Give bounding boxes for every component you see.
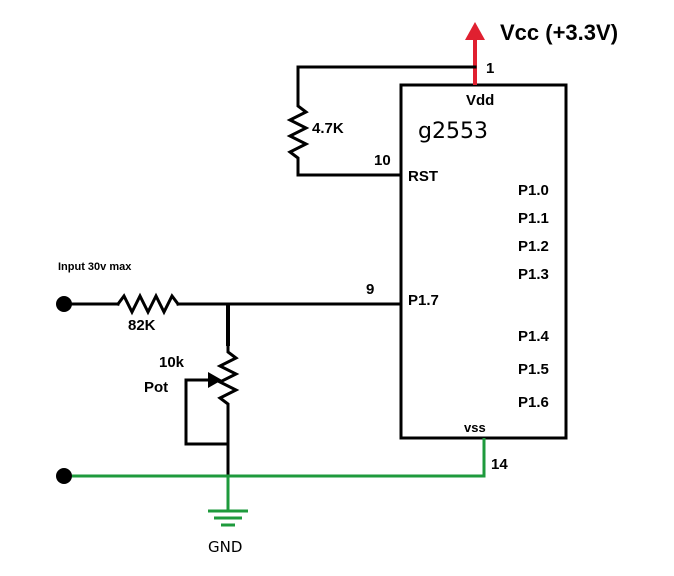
chip-name: g2553 (418, 119, 488, 144)
pin-rst-label: RST (408, 168, 438, 185)
pin-rst-number: 10 (374, 152, 391, 169)
pin-p1-0: P1.0 (518, 182, 549, 199)
pot-value: 10k (159, 354, 185, 371)
pin-p1-2: P1.2 (518, 238, 549, 255)
pot-label: Pot (144, 379, 168, 396)
pin-p17-number: 9 (366, 281, 374, 298)
gnd-label: GND (208, 538, 242, 556)
pin-vdd-number: 1 (486, 60, 494, 77)
pin-p17-label: P1.7 (408, 292, 439, 309)
pin-p1-3: P1.3 (518, 266, 549, 283)
pin-p1-1: P1.1 (518, 210, 549, 227)
pot-wiper-arrow-icon (208, 372, 222, 388)
vdd-wire (296, 65, 477, 102)
pin-vdd-label: Vdd (466, 92, 494, 109)
vcc-arrow-icon (465, 22, 485, 40)
input-label: Input 30v max (58, 261, 132, 273)
pullup-value: 4.7K (312, 120, 344, 137)
pin-p1-6: P1.6 (518, 394, 549, 411)
pin-vss-number: 14 (491, 456, 508, 473)
potentiometer (216, 344, 240, 412)
series-resistor (115, 292, 181, 316)
pin-p1-5: P1.5 (518, 361, 549, 378)
pot-wiper-wire (184, 378, 212, 446)
series-resistor-value: 82K (128, 317, 156, 334)
ground-rail (72, 438, 486, 478)
pin-p1-4: P1.4 (518, 328, 550, 345)
ground-icon (208, 509, 248, 527)
ground-terminal-icon (56, 468, 72, 484)
supply-label: Vcc (+3.3V) (500, 20, 618, 45)
pin-vss-label: vss (464, 420, 486, 435)
pullup-resistor (286, 98, 310, 177)
ic-body (399, 83, 568, 440)
